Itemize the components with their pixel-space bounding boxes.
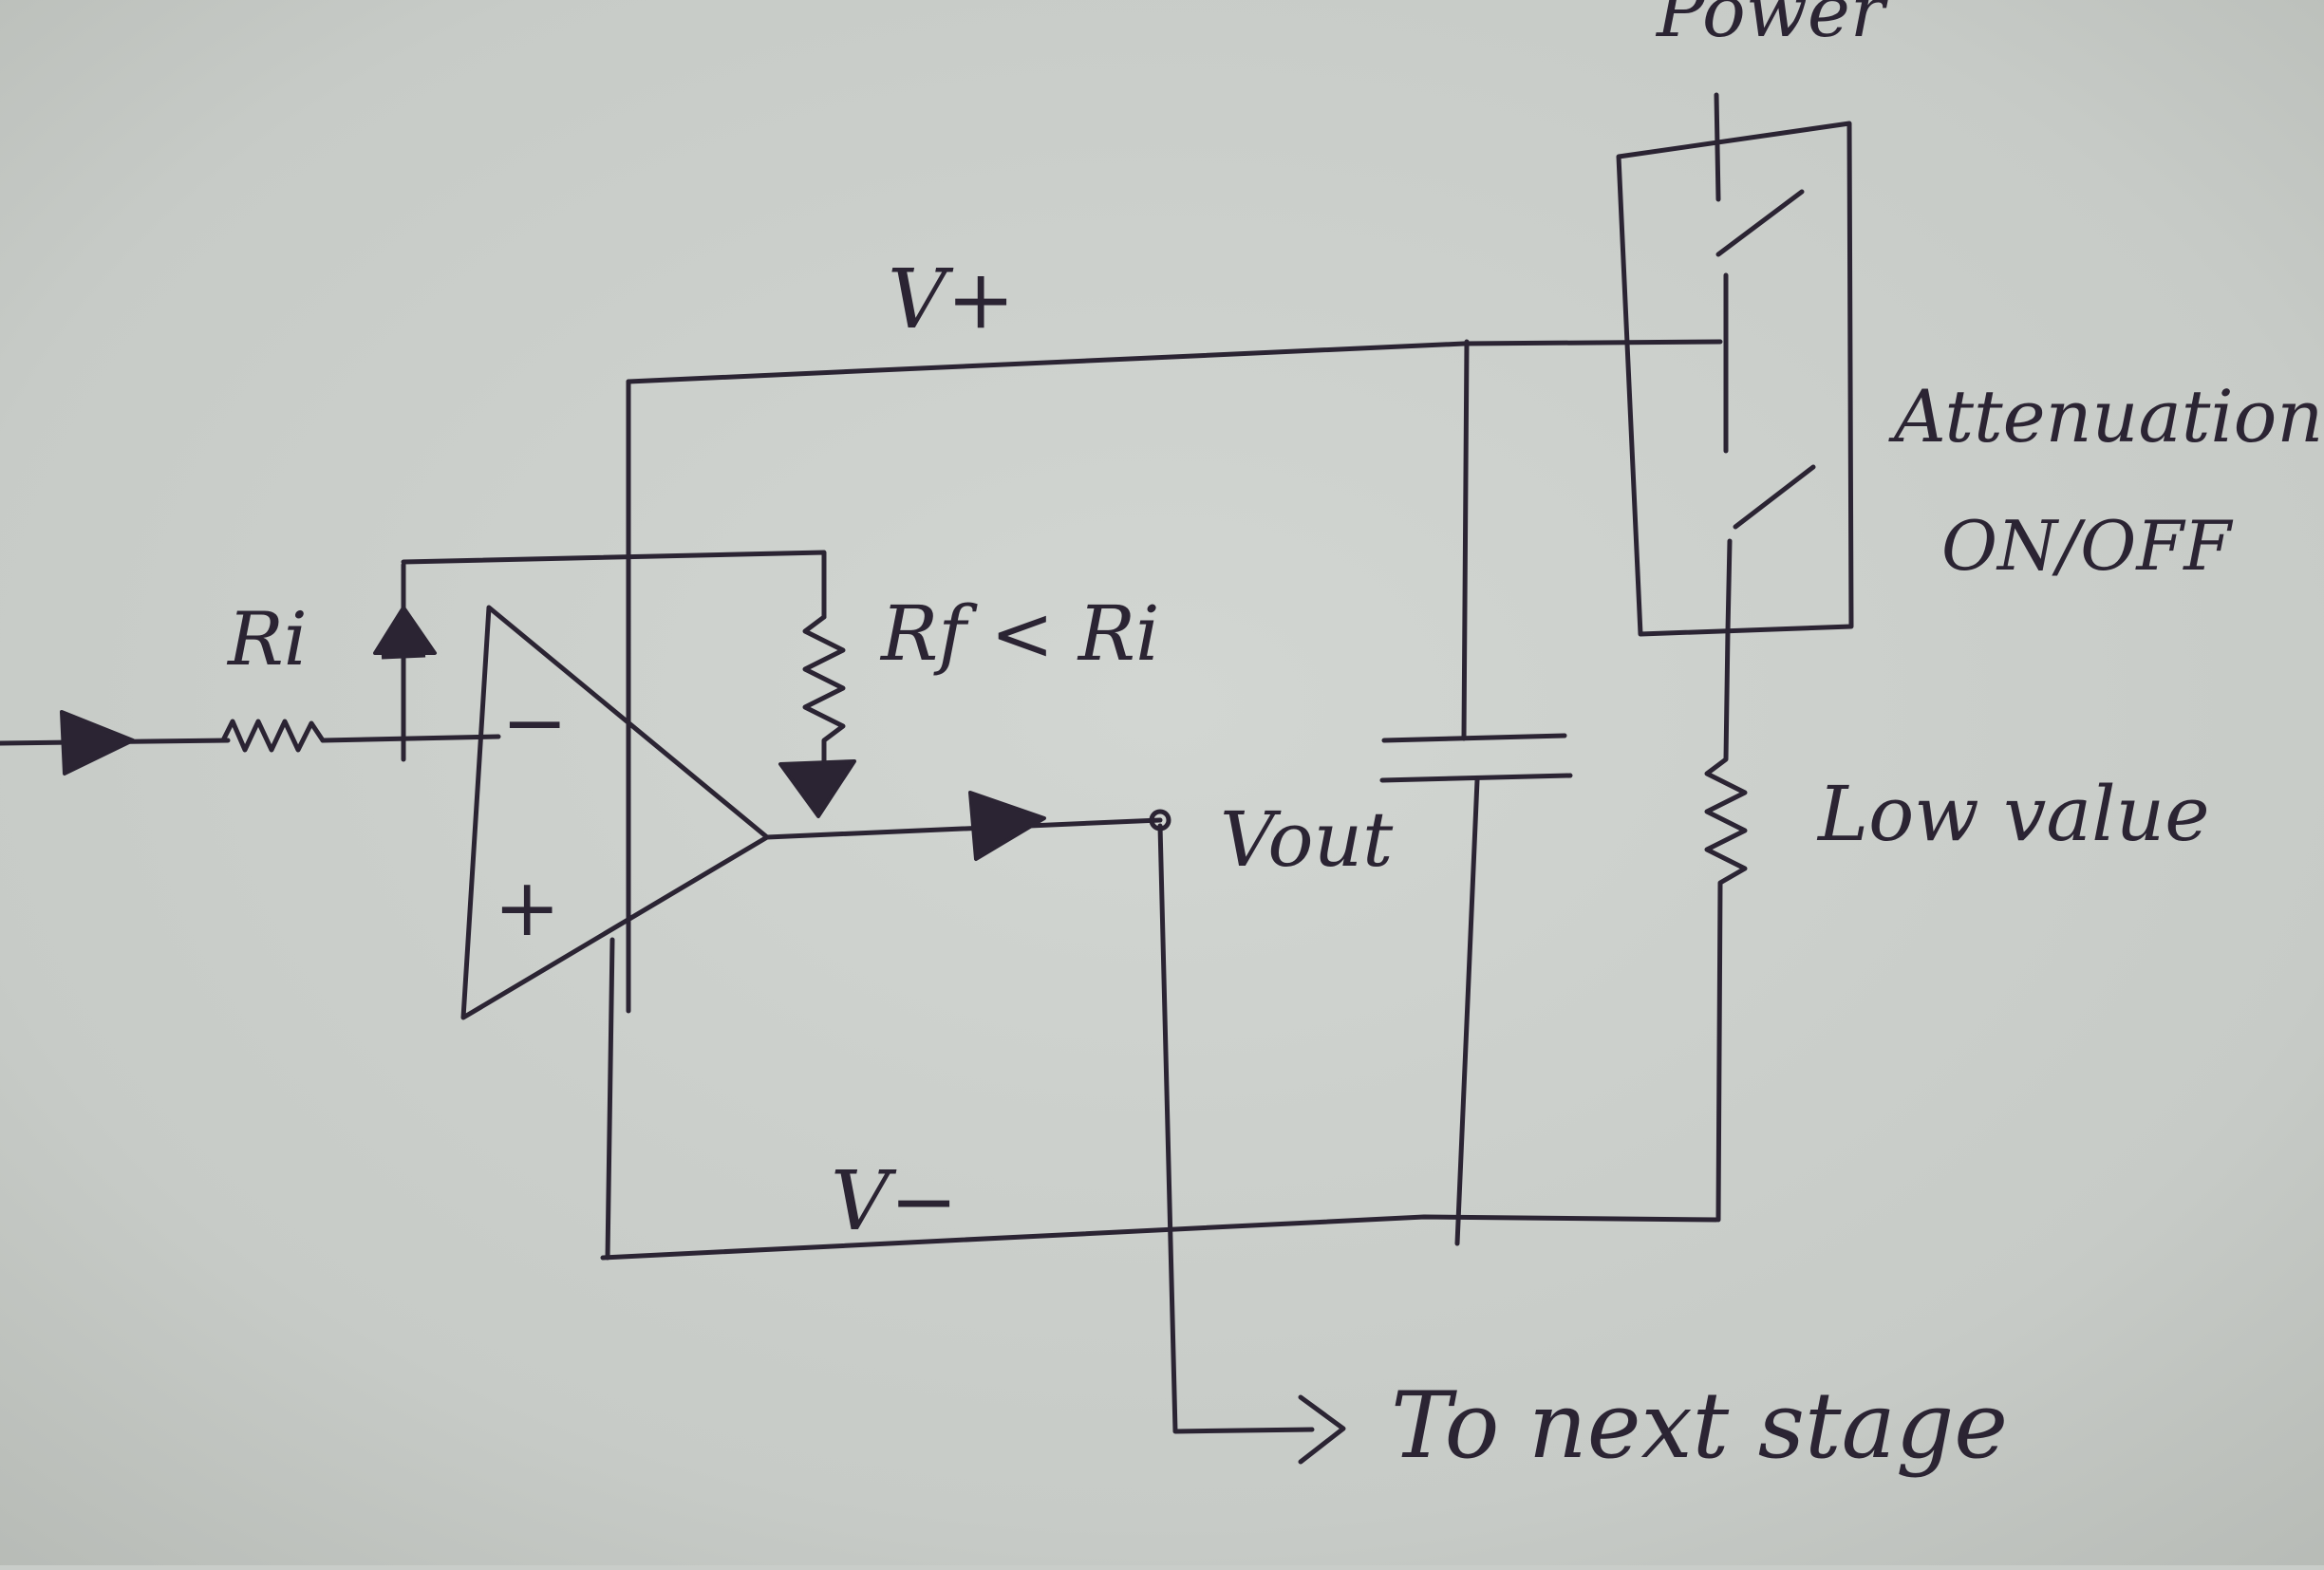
attenuation-switch-blade bbox=[1733, 464, 1816, 530]
attenuation-label: Attenuation bbox=[1888, 374, 2323, 458]
diode-triangle-icon bbox=[373, 606, 437, 655]
output-wire bbox=[764, 817, 1163, 840]
capacitor-bottom-lead bbox=[1454, 777, 1480, 1246]
feedback-top-wire bbox=[401, 550, 827, 620]
switch-enclosure bbox=[1616, 121, 1854, 637]
ri-to-opamp-wire bbox=[320, 734, 501, 743]
opamp-plus-sign: + bbox=[494, 861, 560, 954]
ri-label: Ri bbox=[226, 597, 308, 682]
rf-relation-label: Rf < Ri bbox=[879, 589, 1160, 678]
on-off-label: ON/OFF bbox=[1941, 506, 2234, 586]
opamp-minus-sign: − bbox=[501, 676, 568, 769]
power-input-lead bbox=[1714, 92, 1721, 202]
diode-bar bbox=[381, 652, 426, 660]
low-value-resistor bbox=[1704, 628, 1748, 1223]
input-arrow-icon bbox=[60, 710, 135, 776]
next-stage-label: To next stage bbox=[1391, 1373, 2008, 1479]
ri-resistor bbox=[220, 719, 326, 753]
power-label: Power bbox=[1655, 0, 1889, 53]
vplus-label: V+ bbox=[888, 252, 1015, 347]
opamp-vminus-lead bbox=[605, 937, 615, 1261]
vplus-rail bbox=[626, 339, 1723, 384]
vout-label: Vout bbox=[1220, 795, 1394, 884]
power-switch-blade bbox=[1715, 189, 1805, 257]
next-stage-wire bbox=[1157, 823, 1315, 1434]
rf-resistor bbox=[802, 614, 846, 776]
switch-output-wire bbox=[1725, 538, 1733, 634]
vminus-label: V− bbox=[831, 1154, 958, 1249]
next-stage-arrowhead bbox=[1298, 1394, 1346, 1465]
rf-arrow-icon bbox=[778, 759, 856, 818]
vminus-rail bbox=[600, 1214, 1719, 1261]
output-arrow-icon bbox=[968, 791, 1046, 861]
capacitor-plate-top bbox=[1381, 733, 1567, 743]
capacitor-top-lead bbox=[1461, 339, 1470, 741]
capacitor-plate-bottom bbox=[1379, 773, 1573, 783]
low-value-label: Low value bbox=[1816, 770, 2210, 858]
